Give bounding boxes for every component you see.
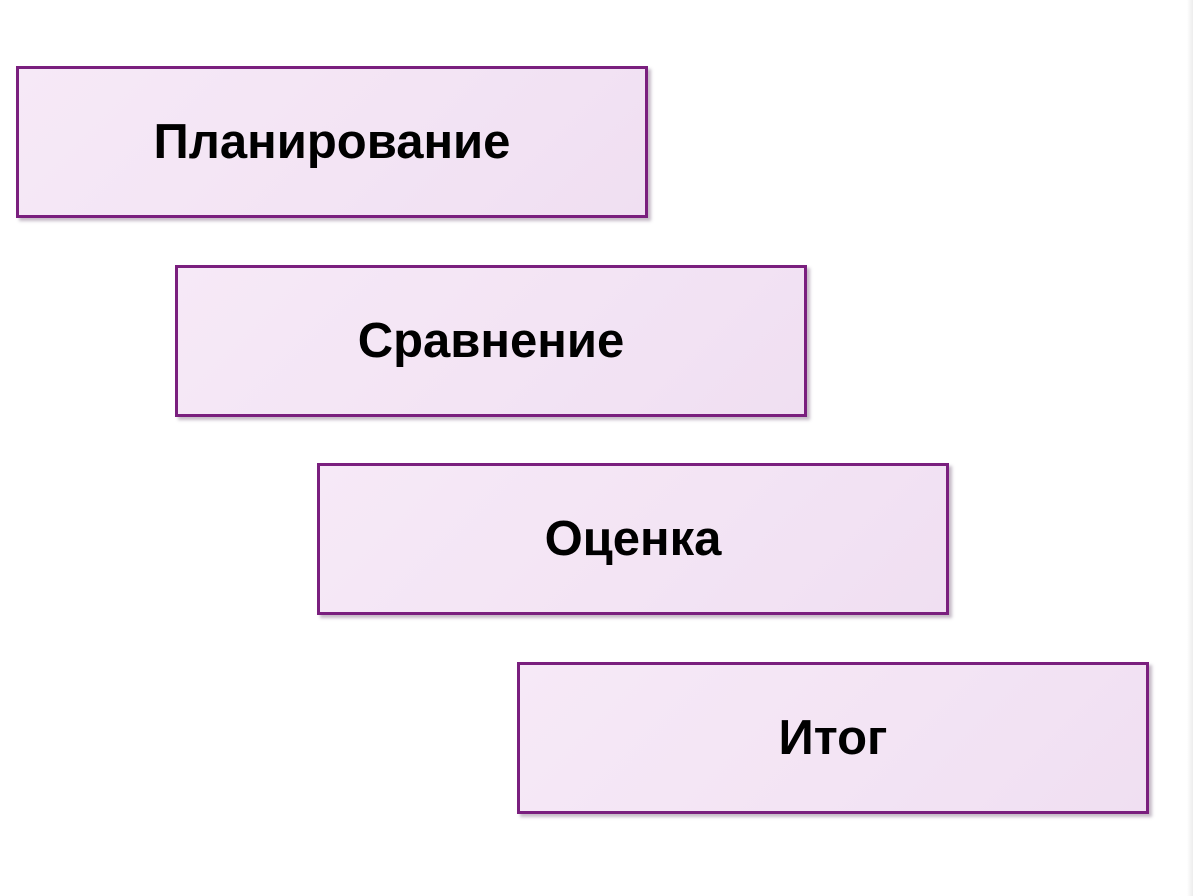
step-box-planning: Планирование <box>16 66 648 218</box>
step-box-evaluation: Оценка <box>317 463 949 615</box>
step-label-planning: Планирование <box>153 114 511 169</box>
step-box-comparison: Сравнение <box>175 265 807 417</box>
step-label-evaluation: Оценка <box>544 511 722 566</box>
step-box-result: Итог <box>517 662 1149 814</box>
step-label-result: Итог <box>778 710 888 765</box>
slide-edge <box>1187 0 1193 896</box>
step-label-comparison: Сравнение <box>357 313 625 368</box>
